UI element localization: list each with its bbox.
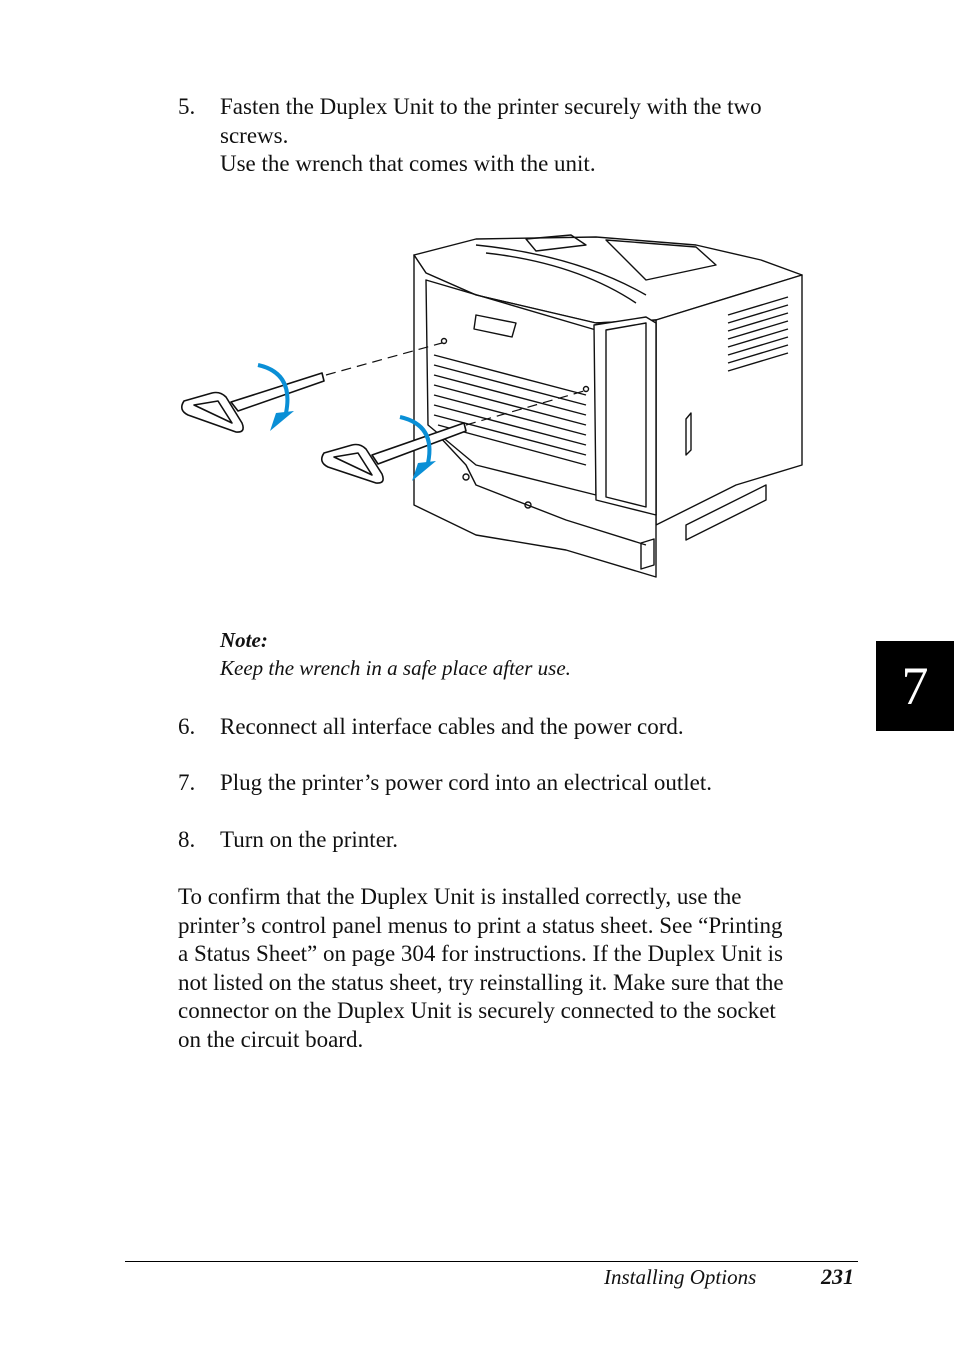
printer-illustration bbox=[180, 234, 803, 578]
step-line: screws. bbox=[220, 122, 289, 148]
paragraph-line: on the circuit board. bbox=[178, 1026, 364, 1052]
step-text: Fasten the Duplex Unit to the printer se… bbox=[220, 93, 860, 179]
rotation-arrow-icon bbox=[412, 461, 436, 481]
note-box: Note: Keep the wrench in a safe place af… bbox=[220, 626, 571, 682]
step-line: Turn on the printer. bbox=[220, 827, 399, 852]
step-text: Turn on the printer. bbox=[220, 826, 860, 855]
rotation-arrow-icon bbox=[399, 415, 432, 464]
paragraph-line: connector on the Duplex Unit is securely… bbox=[178, 998, 776, 1024]
footer-page-number: 231 bbox=[821, 1264, 854, 1289]
footer-section-title: Installing Options bbox=[604, 1265, 757, 1289]
step-line: Reconnect all interface cables and the p… bbox=[220, 714, 684, 739]
rotation-arrow-icon bbox=[270, 411, 294, 431]
step-number: 8. bbox=[178, 827, 196, 852]
note-text: Keep the wrench in a safe place after us… bbox=[220, 656, 571, 680]
wrench-icon bbox=[180, 372, 325, 433]
note-label: Note: bbox=[220, 628, 268, 652]
step-number: 7. bbox=[178, 770, 196, 795]
step-number: 6. bbox=[178, 714, 196, 739]
chapter-tab: 7 bbox=[876, 641, 954, 731]
paragraph-line: a Status Sheet” on page 304 for instruct… bbox=[178, 941, 783, 967]
paragraph-line: To confirm that the Duplex Unit is insta… bbox=[178, 884, 742, 909]
footer-rule bbox=[125, 1261, 858, 1262]
step-line: Use the wrench that comes with the unit. bbox=[220, 151, 596, 176]
rotation-arrow-icon bbox=[257, 363, 290, 414]
step-line: Fasten the Duplex Unit to the printer se… bbox=[220, 94, 762, 119]
wrench-icon bbox=[320, 422, 467, 484]
paragraph-line: printer’s control panel menus to print a… bbox=[178, 912, 783, 938]
step-text: Reconnect all interface cables and the p… bbox=[220, 713, 860, 742]
confirmation-paragraph: To confirm that the Duplex Unit is insta… bbox=[178, 883, 858, 1055]
step-line: Plug the printer’s power cord into an el… bbox=[220, 770, 713, 795]
step-number: 5. bbox=[178, 94, 196, 119]
step-text: Plug the printer’s power cord into an el… bbox=[220, 769, 860, 798]
paragraph-line: not listed on the status sheet, try rein… bbox=[178, 969, 784, 995]
